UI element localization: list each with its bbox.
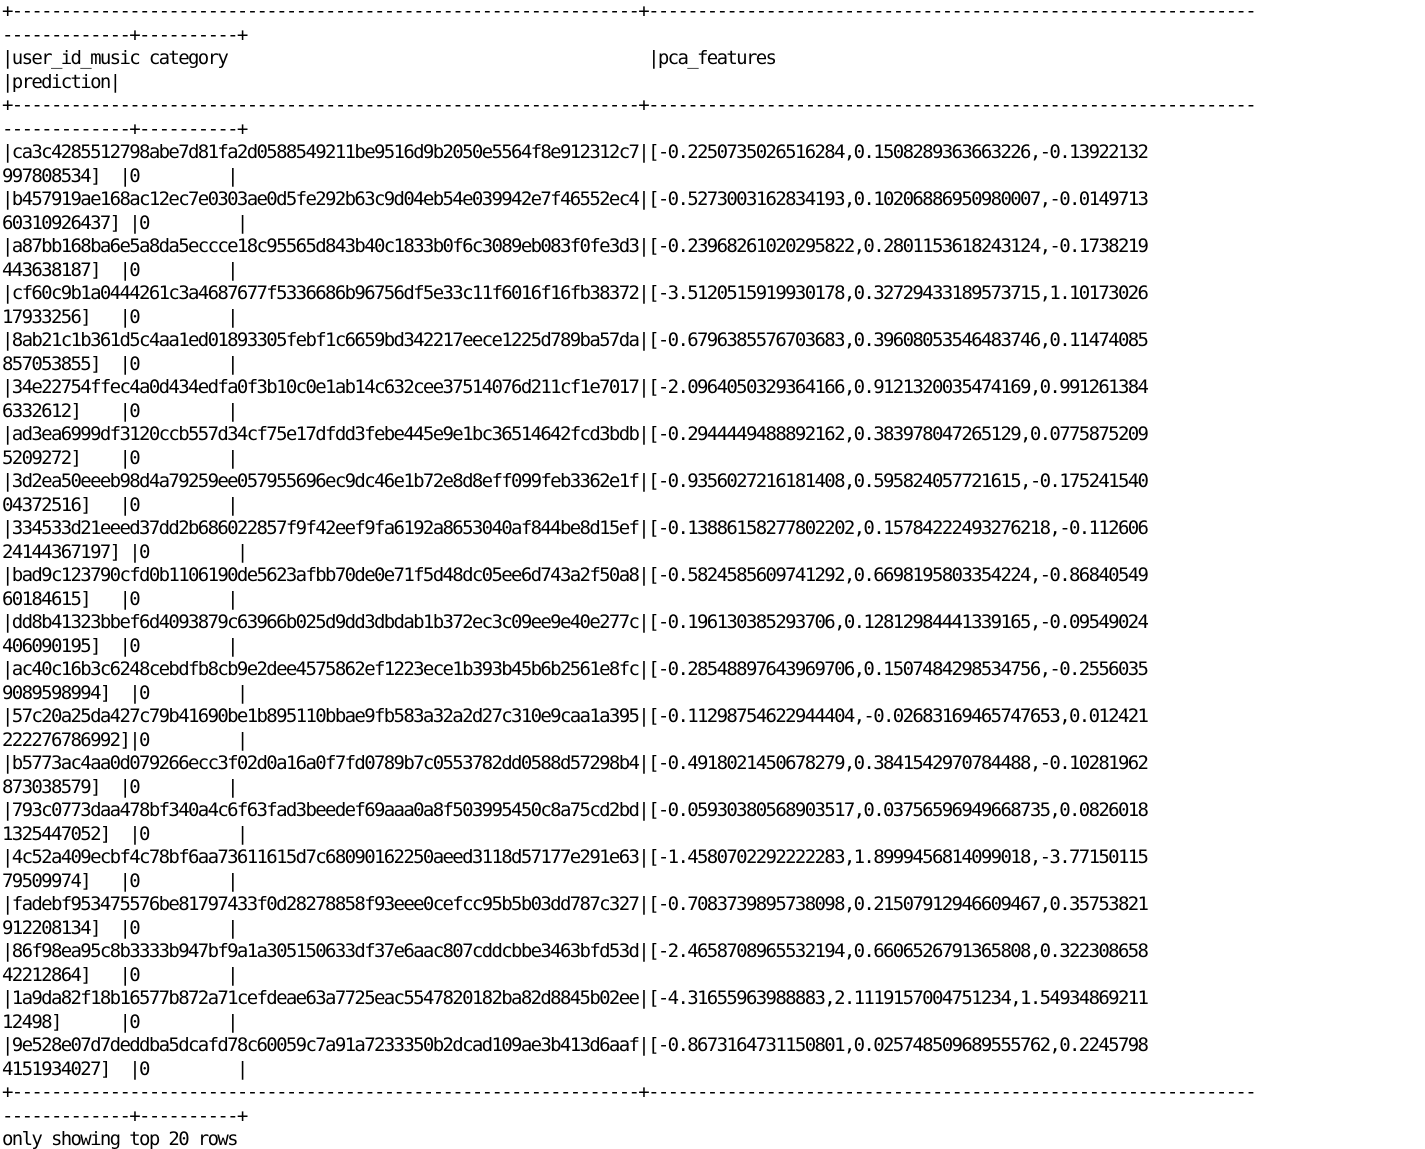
table-row-wrap: 5209272] |0 | [2,446,239,469]
table-border-header: +---------------------------------------… [2,94,1257,116]
table-row-wrap: 9089598994] |0 | [2,681,248,704]
table-row-wrap: 857053855] |0 | [2,352,239,375]
table-row-wrap: 12498] |0 | [2,1010,239,1033]
table-row: |b5773ac4aa0d079266ecc3f02d0a16a0f7fd078… [2,752,1149,774]
table-row: |dd8b41323bbef6d4093879c63966b025d9dd3db… [2,611,1149,633]
table-border-bottom: +---------------------------------------… [2,1081,1257,1103]
table-row: |34e22754ffec4a0d434edfa0f3b10c0e1ab14c6… [2,376,1149,398]
table-row: |57c20a25da427c79b41690be1b895110bbae9fb… [2,705,1149,727]
table-row-wrap: 60310926437] |0 | [2,211,248,234]
table-border-bottom-wrap: -------------+----------+ [2,1104,248,1127]
table-row: |3d2ea50eeeb98d4a79259ee057955696ec9dc46… [2,470,1149,492]
table-row-wrap: 79509974] |0 | [2,869,239,892]
table-row-wrap: 443638187] |0 | [2,258,239,281]
table-row: |334533d21eeed37dd2b686022857f9f42eef9fa… [2,517,1149,539]
table-header-line: |user_id_music category |pca_features [2,47,777,69]
table-border-header-wrap: -------------+----------+ [2,117,248,140]
table-row-wrap: 222276786992]|0 | [2,728,248,751]
table-row: |9e528e07d7deddba5dcafd78c60059c7a91a723… [2,1034,1149,1056]
table-border-top-wrap: -------------+----------+ [2,23,248,46]
table-row-wrap: 912208134] |0 | [2,916,239,939]
table-row: |ad3ea6999df3120ccb557d34cf75e17dfdd3feb… [2,423,1149,445]
table-row-wrap: 406090195] |0 | [2,634,239,657]
table-rows: |ca3c4285512798abe7d81fa2d0588549211be95… [2,141,1425,1081]
table-row-wrap: 60184615] |0 | [2,587,239,610]
table-row-wrap: 6332612] |0 | [2,399,239,422]
table-row-wrap: 04372516] |0 | [2,493,239,516]
table-row: |cf60c9b1a0444261c3a4687677f5336686b9675… [2,282,1149,304]
table-row: |4c52a409ecbf4c78bf6aa73611615d7c6809016… [2,846,1149,868]
table-row: |1a9da82f18b16577b872a71cefdeae63a7725ea… [2,987,1149,1009]
table-row: |fadebf953475576be81797433f0d28278858f93… [2,893,1149,915]
table-row-wrap: 997808534] |0 | [2,164,239,187]
table-row: |86f98ea95c8b3333b947bf9a1a305150633df37… [2,940,1149,962]
table-row-wrap: 4151934027] |0 | [2,1057,248,1080]
table-row-wrap: 24144367197] |0 | [2,540,248,563]
table-row: |a87bb168ba6e5a8da5eccce18c95565d843b40c… [2,235,1149,257]
table-row: |ac40c16b3c6248cebdfb8cb9e2dee4575862ef1… [2,658,1149,680]
table-row: |bad9c123790cfd0b1106190de5623afbb70de0e… [2,564,1149,586]
row-limit-note: only showing top 20 rows [2,1128,239,1149]
table-row-wrap: 17933256] |0 | [2,305,239,328]
table-row-wrap: 1325447052] |0 | [2,822,248,845]
table-row: |ca3c4285512798abe7d81fa2d0588549211be95… [2,141,1149,163]
table-header-wrap: |prediction| [2,70,121,93]
table-border-top: +---------------------------------------… [2,0,1257,22]
table-row: |b457919ae168ac12ec7e0303ae0d5fe292b63c9… [2,188,1149,210]
table-row: |793c0773daa478bf340a4c6f63fad3beedef69a… [2,799,1149,821]
table-row: |8ab21c1b361d5c4aa1ed01893305febf1c6659b… [2,329,1149,351]
table-row-wrap: 42212864] |0 | [2,963,239,986]
table-row-wrap: 873038579] |0 | [2,775,239,798]
